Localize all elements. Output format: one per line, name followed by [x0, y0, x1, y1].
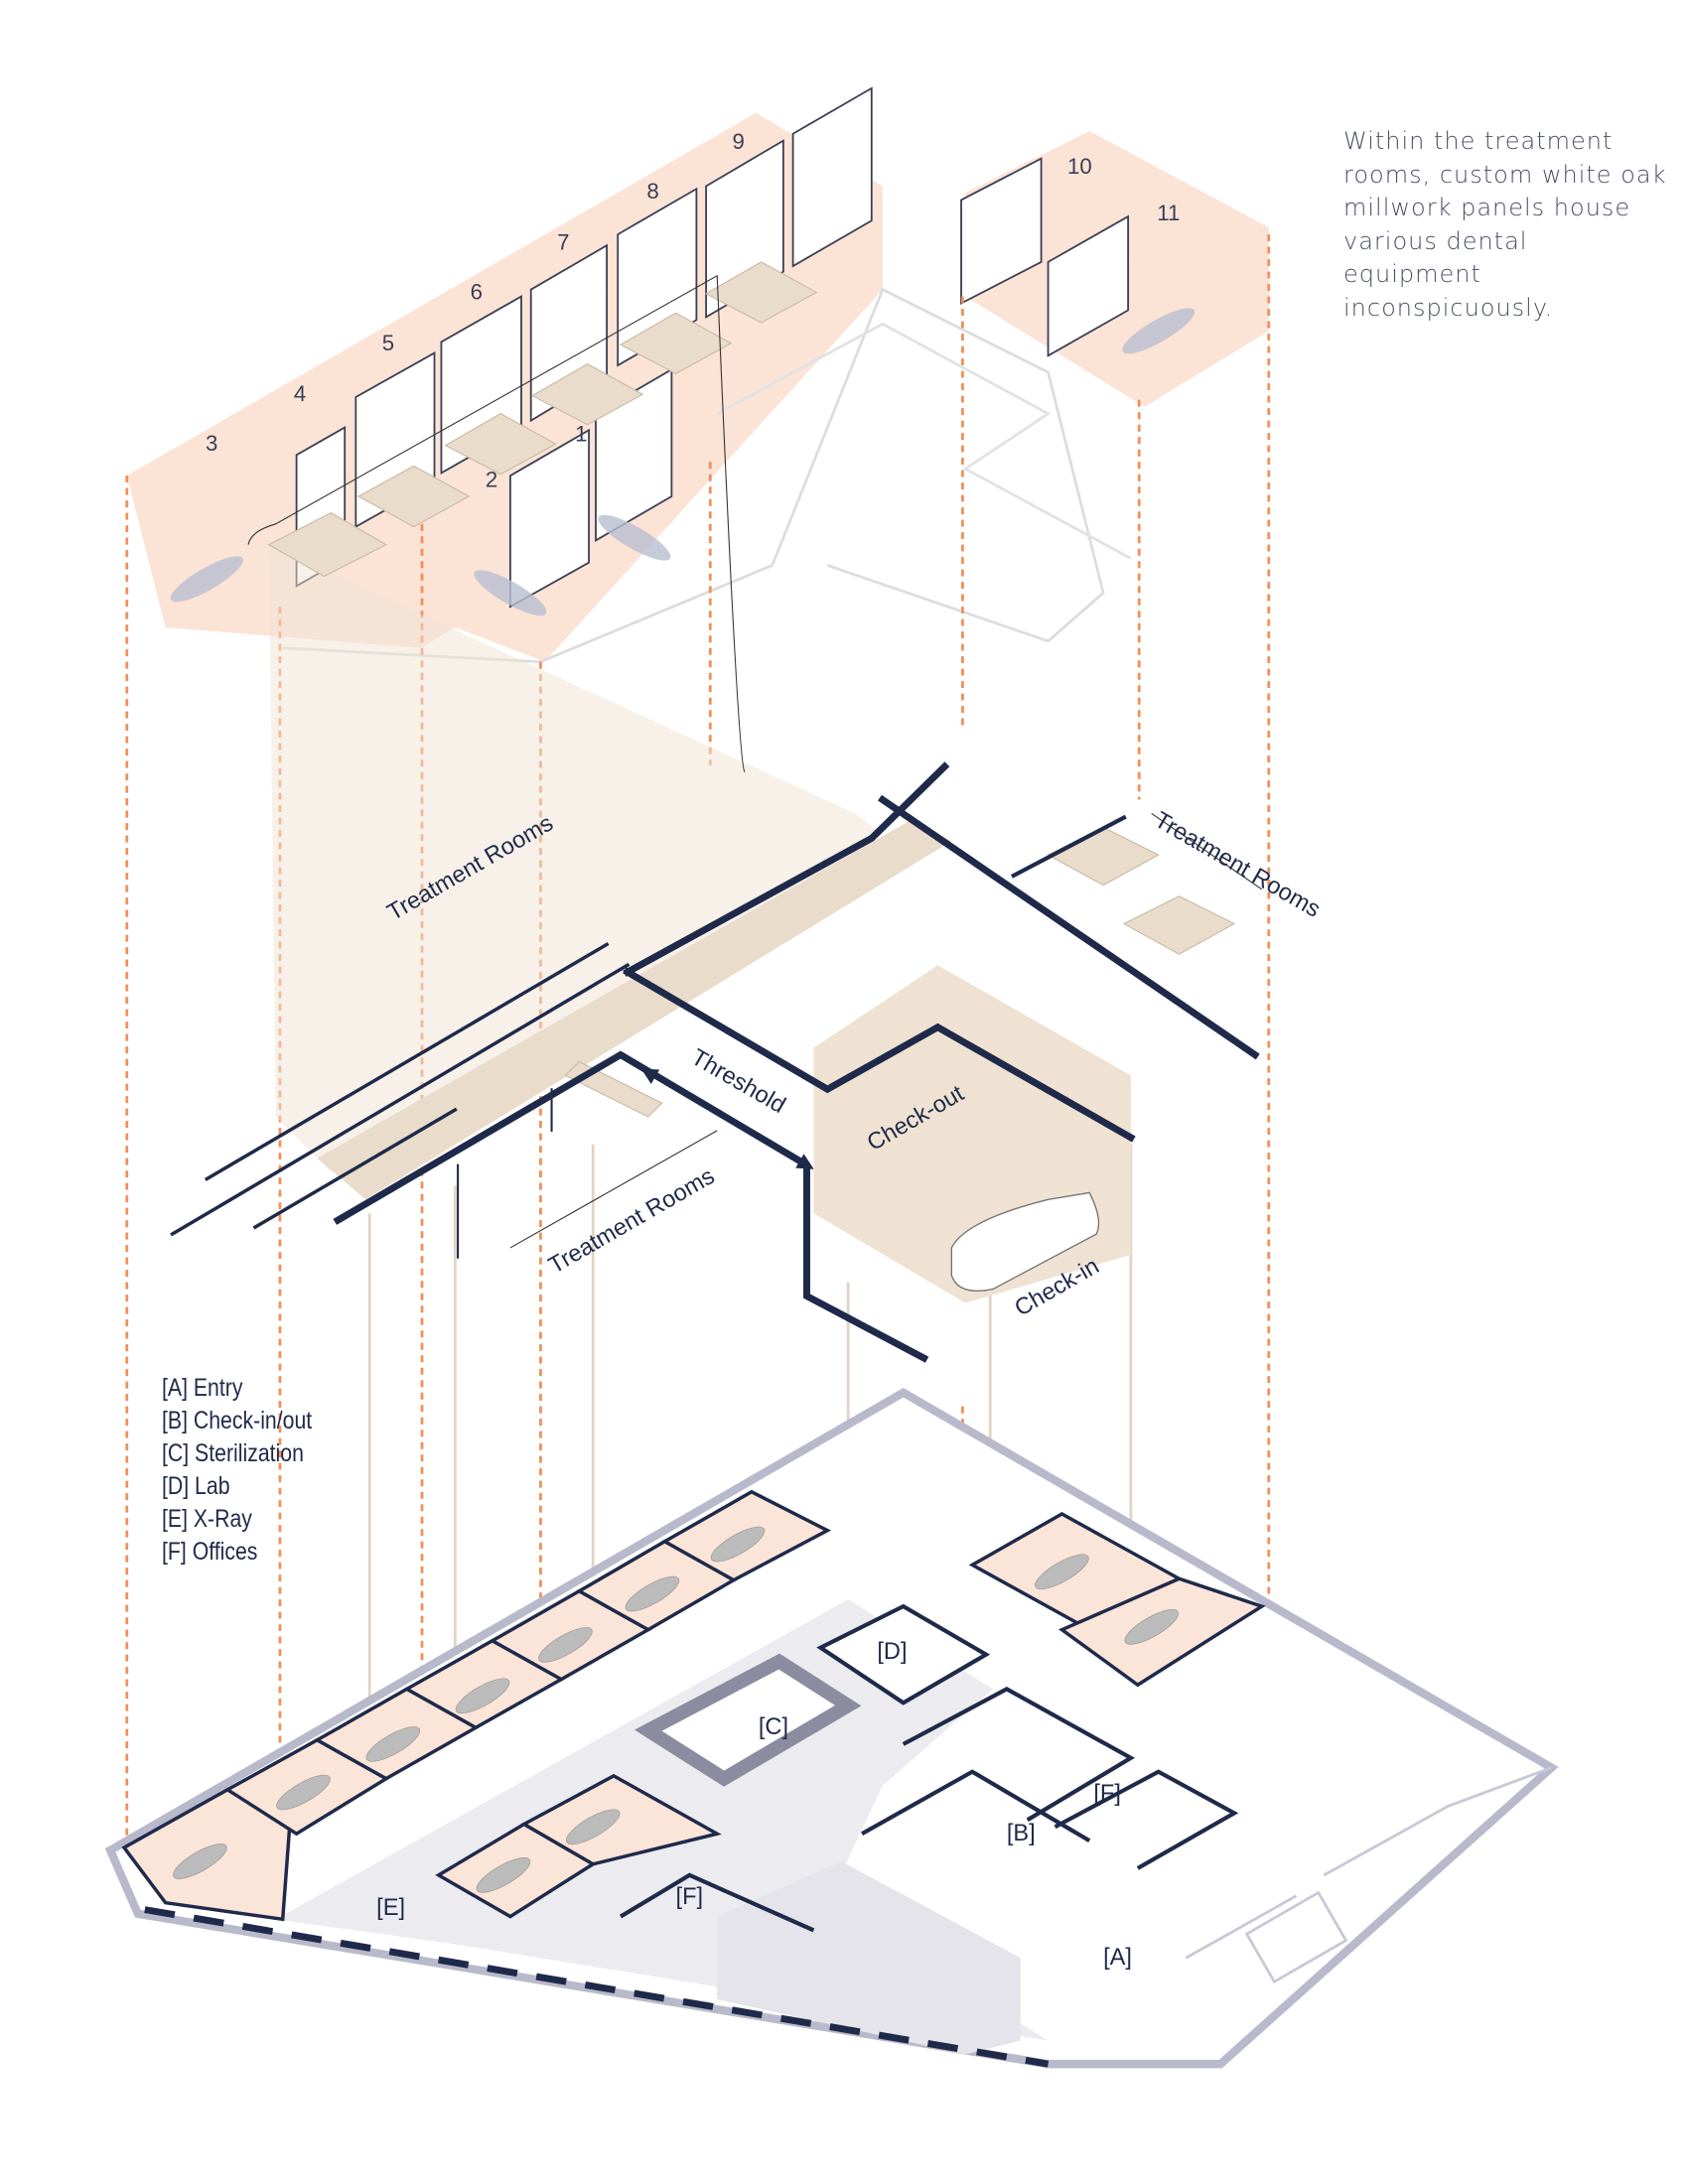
- plan-label-xray: [E]: [376, 1895, 405, 1921]
- room-number: 11: [1157, 201, 1180, 225]
- room-number: 5: [382, 331, 394, 355]
- plan-label-offices: [F]: [676, 1884, 704, 1910]
- legend-item: [C] Sterilization: [162, 1439, 304, 1467]
- plan-label-offices: [F]: [1093, 1781, 1121, 1807]
- plan-label-entry: [A]: [1103, 1945, 1132, 1971]
- label-treatment-rooms-lower: Treatment Rooms: [544, 1163, 719, 1280]
- legend-item: [F] Offices: [162, 1538, 258, 1566]
- plan-label-lab: [D]: [877, 1639, 907, 1665]
- legend-item: [D] Lab: [162, 1472, 230, 1500]
- plan-label-check-in-out: [B]: [1007, 1821, 1036, 1846]
- room-number: 9: [733, 129, 745, 154]
- room-number: 7: [557, 229, 569, 254]
- room-number: 10: [1067, 154, 1092, 179]
- room-number: 3: [206, 431, 217, 456]
- room-number: 1: [575, 421, 587, 446]
- room-number: 4: [294, 381, 306, 406]
- room-number: 8: [646, 179, 658, 204]
- plan-label-sterilization: [C]: [759, 1714, 788, 1740]
- floor-plan: [A] [B] [C] [D] [E] [F] [F]: [104, 1387, 1559, 2069]
- legend-item: [E] X-Ray: [162, 1505, 252, 1533]
- room-number: 2: [486, 467, 497, 491]
- room-number: 6: [471, 279, 483, 304]
- room-legend: [A] Entry [B] Check-in/out [C] Steriliza…: [162, 1372, 312, 1569]
- legend-item: [B] Check-in/out: [162, 1407, 313, 1434]
- legend-item: [A] Entry: [162, 1374, 243, 1402]
- room-numbers: 1 2 3 4 5 6 7 8 9 10 11: [206, 129, 1180, 491]
- millwork-note: Within the treatment rooms, custom white…: [1343, 127, 1667, 322]
